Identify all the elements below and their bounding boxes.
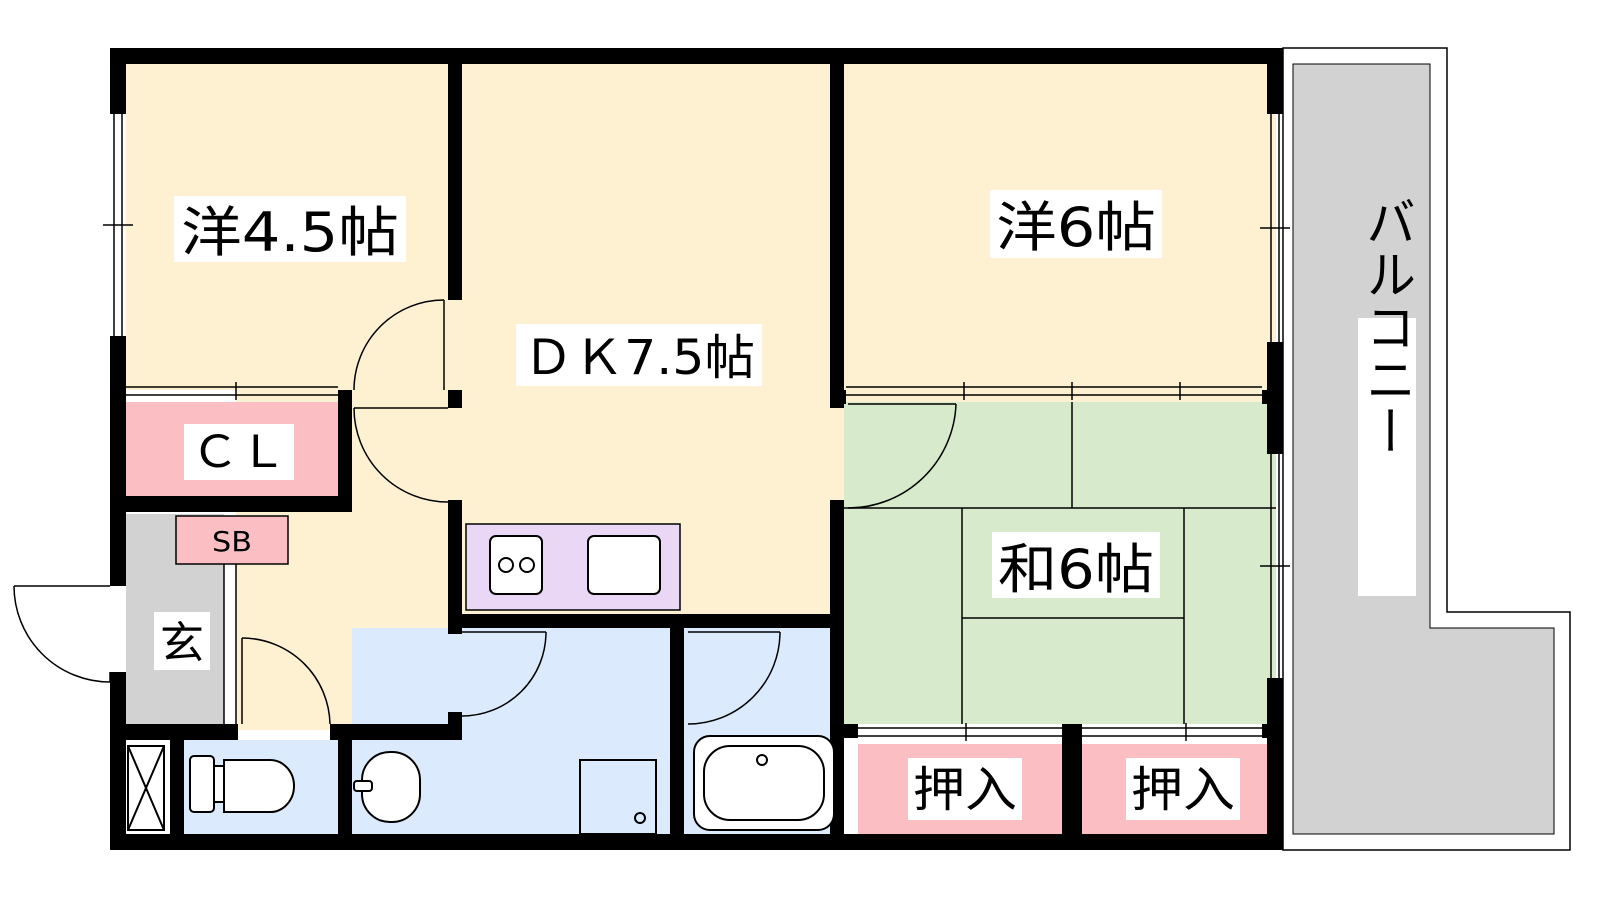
door-washroom [461, 631, 547, 717]
western-room-large-label: 洋6帖 [996, 196, 1156, 259]
western-large-label-bg [990, 190, 1162, 258]
toilet-icon [189, 755, 295, 813]
stove-icon [489, 535, 543, 595]
tatami-lines [844, 402, 1276, 724]
oshiire-left-label-bg [908, 758, 1022, 820]
fixtures [127, 535, 835, 835]
windows [103, 114, 1290, 741]
washing-machine-space-icon [579, 759, 657, 835]
oshiire-right-label: 押入 [1131, 762, 1235, 818]
door-swings [13, 299, 957, 725]
closet-label-bg [184, 424, 294, 480]
western-small-label-bg [174, 196, 406, 262]
balcony-label-bg [1358, 318, 1416, 596]
bathtub-icon [693, 735, 835, 831]
shoe-box [175, 515, 289, 565]
japanese-label-bg [992, 532, 1160, 598]
entrance-label: 玄 [160, 618, 204, 669]
balcony-label: バルコニー [1358, 195, 1416, 457]
walls [110, 48, 1283, 850]
door-toilet [241, 637, 331, 725]
japanese-room-label: 和6帖 [998, 538, 1154, 601]
shoe-box-label: SB [212, 525, 252, 558]
entrance-label-bg [154, 612, 210, 670]
dining-kitchen-label-bg [516, 324, 762, 386]
door-dining-kitchen [353, 407, 449, 503]
balcony [1282, 47, 1571, 851]
sink-icon [587, 535, 661, 595]
door-bathroom [687, 631, 781, 725]
western-room-small-label: 洋4.5帖 [181, 201, 399, 264]
door-western-small [353, 299, 445, 391]
closet-label: ＣＬ [191, 427, 287, 478]
oshiire-right-label-bg [1126, 758, 1240, 820]
wash-basin-icon [353, 751, 421, 823]
pipe-shaft [127, 745, 165, 831]
oshiire-left-label: 押入 [913, 762, 1017, 818]
balcony-floor [1292, 63, 1555, 835]
front-door [13, 585, 111, 683]
door-japanese-room [847, 403, 957, 509]
dining-kitchen-label: ＤＫ7.5帖 [523, 330, 755, 386]
